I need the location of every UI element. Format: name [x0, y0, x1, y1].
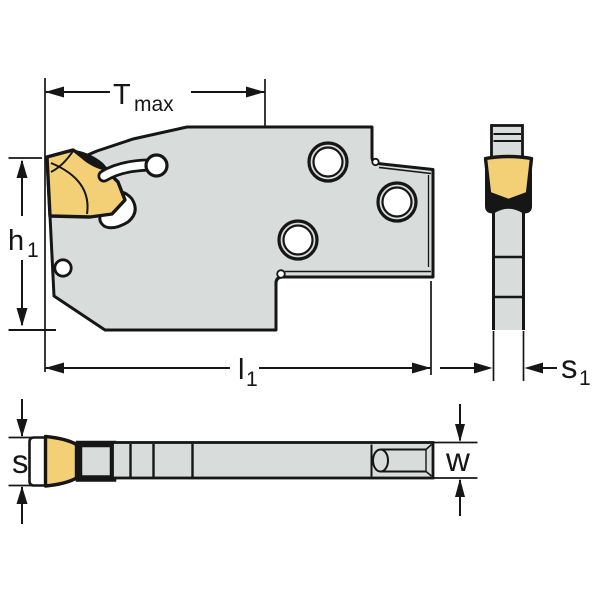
s1-label: s [561, 348, 578, 385]
relief-notch-step [276, 269, 286, 279]
s-arrow-up [16, 486, 28, 504]
end-detail-arc [372, 448, 389, 473]
tool-body [45, 125, 435, 332]
clamp-lever [100, 161, 152, 180]
head-cap [490, 124, 524, 161]
w-arrow-down [455, 424, 465, 442]
right-end-view [483, 124, 534, 381]
tmax-arrow-right [246, 86, 265, 98]
insert-top-facet [50, 150, 74, 173]
s1-arrow-left [474, 362, 493, 374]
s1-arrow-right [524, 362, 543, 374]
tmax-arrow-left [45, 86, 64, 98]
w-label: w [445, 441, 470, 478]
pin-hole [53, 258, 73, 278]
h1-label-sub: 1 [27, 239, 39, 262]
h1-arrow-down [16, 308, 28, 327]
clamp-lever-ball [144, 153, 169, 178]
blade-shaft [492, 205, 525, 330]
mounting-hole-3 [277, 219, 319, 261]
dimension-s1: s 1 [440, 348, 591, 390]
end-detail-chamfer-bottom [425, 470, 433, 477]
dimension-s: s [8, 399, 44, 524]
h1-arrow-up [16, 159, 28, 178]
l1-label: l [238, 354, 244, 386]
tmax-label-sub: max [134, 93, 174, 116]
dimension-h1: h 1 [8, 157, 56, 331]
l1-arrow-right [412, 362, 431, 374]
dimension-annotations: T max h 1 l 1 [8, 78, 591, 524]
l1-label-sub: 1 [246, 368, 258, 391]
s-label: s [12, 443, 29, 480]
ledge-inner-line [378, 166, 432, 175]
relief-notch-top [371, 157, 380, 167]
tmax-label: T [113, 79, 131, 111]
mounting-hole-2 [376, 181, 418, 223]
blade-tip [28, 436, 48, 487]
end-view-insert [483, 154, 534, 203]
s-arrow-down [16, 419, 28, 437]
w-arrow-up [455, 478, 465, 497]
dimension-tmax: T max [45, 79, 266, 126]
dimension-l1: l 1 [45, 281, 432, 391]
bottom-view-insert [43, 434, 79, 488]
clamp-wedge [72, 149, 111, 172]
mounting-hole-1 [307, 141, 349, 183]
bottom-view [28, 434, 435, 488]
end-detail-chamfer-top [425, 443, 433, 451]
clamp-section [75, 440, 117, 482]
s1-label-sub: 1 [579, 367, 591, 390]
dimension-w: w [434, 404, 478, 516]
l1-arrow-left [45, 362, 64, 374]
main-side-view [45, 125, 435, 332]
h1-label: h [8, 225, 24, 257]
